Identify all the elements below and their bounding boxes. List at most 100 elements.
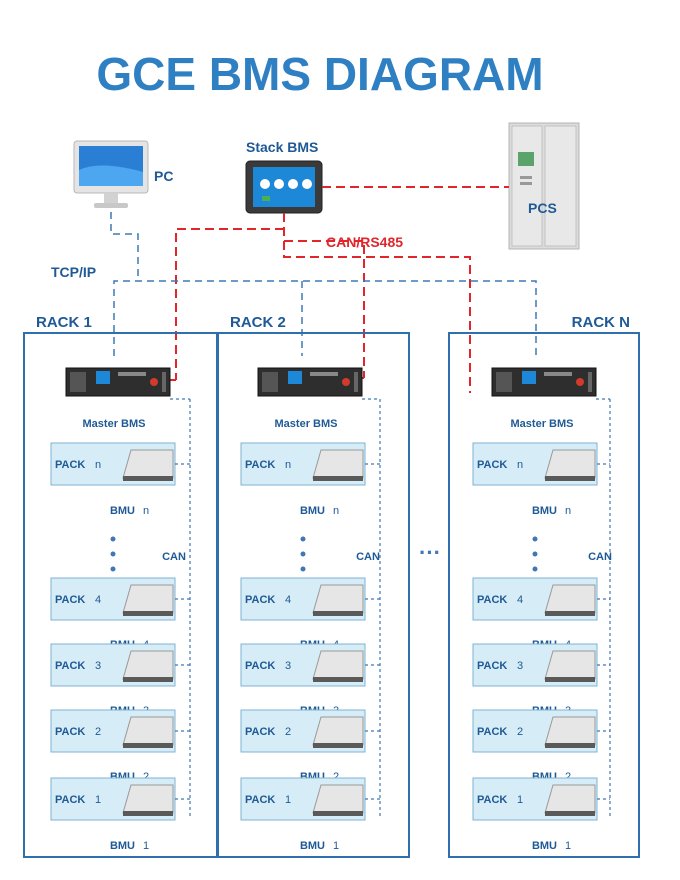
pack-index: 3 — [285, 660, 291, 672]
bmu-device-icon — [122, 584, 174, 616]
can-label: CAN — [162, 551, 186, 563]
master-bms-unit-icon — [257, 367, 363, 397]
pack-index: 3 — [95, 660, 101, 672]
pack-label: PACK — [245, 459, 275, 471]
bmu-index: 1 — [333, 840, 339, 852]
can-rs485-lines — [168, 186, 509, 393]
bmu-label: BMU — [532, 505, 557, 517]
ellipsis-dot — [110, 566, 116, 572]
pack-label: PACK — [245, 594, 275, 606]
bmu-index: 1 — [143, 840, 149, 852]
master-bms-label: Master BMS — [511, 418, 574, 430]
pack-index: 3 — [517, 660, 523, 672]
can-label: CAN — [356, 551, 380, 563]
rack-label: RACK 1 — [36, 314, 92, 331]
pack-module: PACK4BMU4 — [50, 577, 190, 651]
bmu-device-icon — [122, 784, 174, 816]
bmu-index: 2 — [333, 771, 339, 783]
bmu-device-icon — [544, 449, 596, 481]
ellipsis-dot — [110, 536, 116, 542]
pack-label: PACK — [477, 594, 507, 606]
bmu-device-icon — [312, 584, 364, 616]
ellipsis-dot — [532, 551, 538, 557]
rack-frame — [448, 332, 640, 858]
bmu-label: BMU — [300, 840, 325, 852]
bmu-index: n — [143, 505, 149, 517]
pack-index: n — [285, 459, 291, 471]
rack-ellipsis: ··· — [419, 540, 441, 565]
master-bms-label: Master BMS — [83, 418, 146, 430]
rack-frame — [216, 332, 410, 858]
bmu-label: BMU — [300, 505, 325, 517]
bmu-device-icon — [544, 650, 596, 682]
pack-label: PACK — [245, 794, 275, 806]
bmu-label: BMU — [110, 505, 135, 517]
master-bms-unit-icon — [65, 367, 171, 397]
pack-label: PACK — [55, 594, 85, 606]
pack-index: 4 — [517, 594, 523, 606]
pack-index: 2 — [285, 726, 291, 738]
bmu-device-icon — [312, 716, 364, 748]
ellipsis-dot — [532, 566, 538, 572]
bmu-device-icon — [544, 784, 596, 816]
pack-label: PACK — [477, 726, 507, 738]
pack-index: 1 — [517, 794, 523, 806]
pack-label: PACK — [55, 726, 85, 738]
bmu-device-icon — [312, 784, 364, 816]
stack-bms-label: Stack BMS — [246, 139, 318, 155]
pack-label: PACK — [55, 660, 85, 672]
pack-label: PACK — [477, 794, 507, 806]
bmu-device-icon — [122, 449, 174, 481]
pack-module: PACK3BMU3 — [472, 643, 610, 717]
pack-label: PACK — [55, 794, 85, 806]
pack-module: PACK4BMU4 — [472, 577, 610, 651]
ellipsis-dot — [300, 566, 306, 572]
pack-module: PACK3BMU3 — [240, 643, 380, 717]
tcp-ip-lines — [110, 212, 537, 356]
bmu-device-icon — [312, 449, 364, 481]
tcp-ip-label: TCP/IP — [51, 264, 96, 280]
master-bms-label: Master BMS — [275, 418, 338, 430]
can-label: CAN — [588, 551, 612, 563]
can-rs485-label: CAN/RS485 — [326, 234, 403, 250]
pack-index: 4 — [95, 594, 101, 606]
bmu-index: 2 — [565, 771, 571, 783]
pack-label: PACK — [245, 660, 275, 672]
pack-index: 2 — [517, 726, 523, 738]
pack-index: 4 — [285, 594, 291, 606]
bmu-index: 2 — [143, 771, 149, 783]
stack-bms-panel-icon — [245, 160, 323, 214]
pack-index: n — [95, 459, 101, 471]
rack-label: RACK N — [572, 314, 630, 331]
ellipsis-dot — [300, 536, 306, 542]
bmu-label: BMU — [110, 840, 135, 852]
bmu-device-icon — [544, 716, 596, 748]
pack-module: PACK4BMU4 — [240, 577, 380, 651]
rack-label: RACK 2 — [230, 314, 286, 331]
bmu-device-icon — [544, 584, 596, 616]
pack-index: 1 — [285, 794, 291, 806]
pack-label: PACK — [55, 459, 85, 471]
bmu-index: 1 — [565, 840, 571, 852]
ellipsis-dot — [532, 536, 538, 542]
pc-monitor-icon — [73, 140, 149, 208]
pc-label: PC — [154, 168, 173, 184]
diagram-title: GCE BMS DIAGRAM — [96, 48, 543, 100]
pack-index: 2 — [95, 726, 101, 738]
bmu-device-icon — [122, 650, 174, 682]
pcs-cabinet-icon — [508, 122, 580, 250]
bmu-index: n — [565, 505, 571, 517]
